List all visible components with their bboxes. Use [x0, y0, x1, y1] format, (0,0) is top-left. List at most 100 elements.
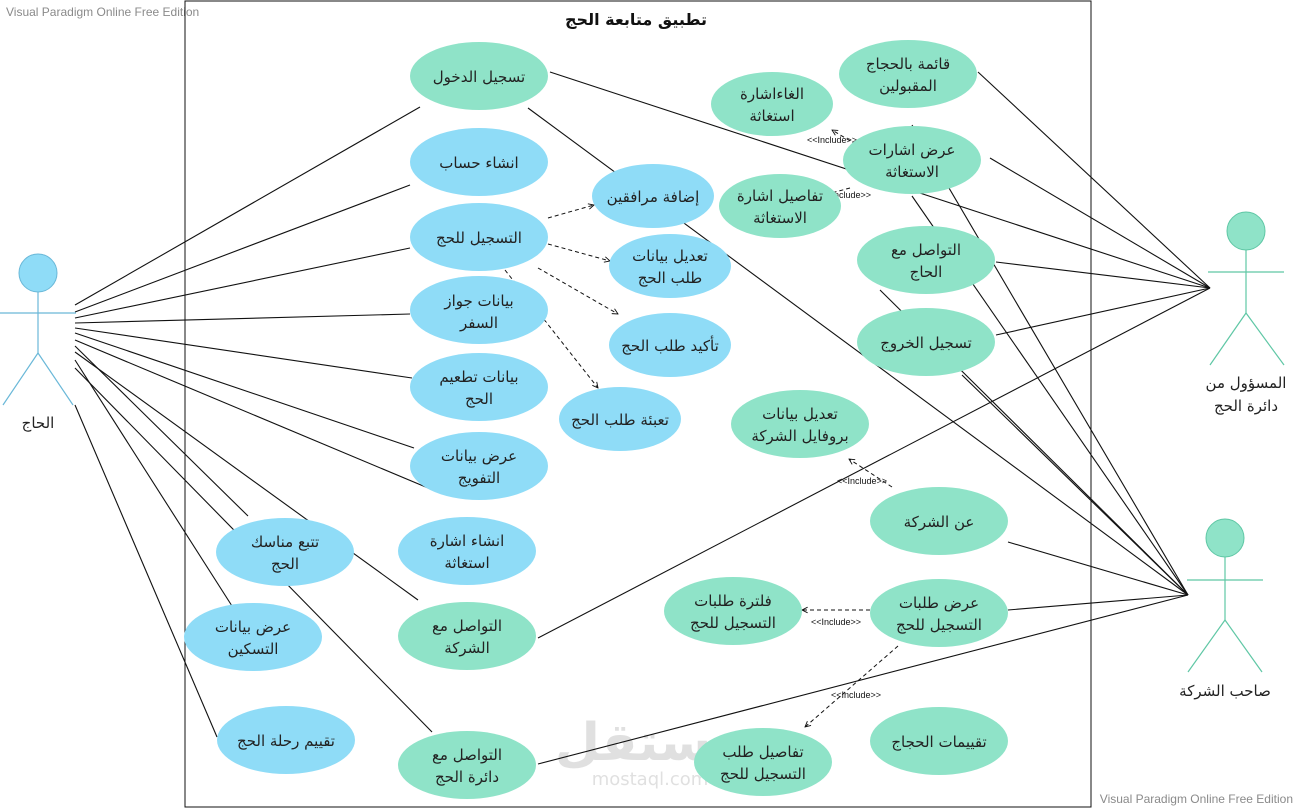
include-add-companions — [547, 205, 594, 219]
actor-pilgrim[interactable]: الحاج — [0, 253, 76, 433]
uc-fill-request[interactable]: تعبئة طلب الحج — [559, 387, 681, 451]
svg-text:انشاء اشارة: انشاء اشارة — [430, 532, 505, 550]
system-boundary — [184, 0, 1092, 808]
assoc-pilgrim-contact-company — [74, 351, 419, 601]
uc-authorization[interactable]: عرض بيانات التفويج — [410, 432, 548, 500]
uc-confirm-request[interactable]: تأكيد طلب الحج — [609, 313, 731, 377]
svg-text:الحج: الحج — [271, 555, 299, 573]
svg-text:التسكين: التسكين — [228, 640, 279, 658]
svg-text:بيانات تطعيم: بيانات تطعيم — [439, 368, 518, 386]
stereo-edit-profile: <<Include>> — [837, 476, 887, 486]
system-title: تطبيق متابعة الحج — [565, 10, 707, 29]
uc-filter-requests[interactable]: فلترة طلبات التسجيل للحج — [664, 577, 802, 645]
uc-contact-company[interactable]: التواصل مع الشركة — [398, 602, 536, 670]
assoc-pilgrim-rate-trip — [74, 404, 218, 738]
svg-text:تعديل بيانات: تعديل بيانات — [632, 247, 708, 265]
assoc-pilgrim-vaccination — [74, 327, 413, 379]
assoc-pilgrim-authorization — [74, 332, 415, 449]
uc-distress-details[interactable]: تفاصيل اشارة الاستغاثة — [719, 174, 841, 238]
svg-text:عرض بيانات: عرض بيانات — [441, 447, 517, 465]
assoc-official-contact-pilgrim — [995, 261, 1211, 289]
svg-text:انشاء حساب: انشاء حساب — [439, 154, 518, 172]
include-distress-details — [820, 187, 851, 196]
svg-text:إضافة مرافقين: إضافة مرافقين — [607, 188, 700, 206]
svg-text:بروفايل الشركة: بروفايل الشركة — [751, 427, 848, 445]
svg-text:التسجيل للحج: التسجيل للحج — [896, 616, 982, 634]
uc-logout[interactable]: تسجيل الخروج — [857, 308, 995, 376]
actor-pilgrim-label: الحاج — [22, 414, 55, 433]
svg-text:الشركة: الشركة — [444, 639, 490, 657]
uc-about-company[interactable]: عن الشركة — [870, 487, 1008, 555]
uc-accepted-list[interactable]: قائمة بالحجاج المقبولين — [839, 40, 977, 108]
stereotype-labels: <<Include>> <<Include>> <<Include>> <<In… — [807, 135, 887, 700]
svg-text:تقييم رحلة الحج: تقييم رحلة الحج — [237, 732, 335, 750]
assoc-company-view-requests — [1007, 594, 1189, 611]
svg-text:التسجيل للحج: التسجيل للحج — [690, 614, 776, 632]
svg-text:تعديل بيانات: تعديل بيانات — [762, 405, 838, 423]
svg-text:الحج: الحج — [465, 390, 493, 408]
uc-passport[interactable]: بيانات جواز السفر — [410, 276, 548, 344]
assoc-pilgrim-rituals — [74, 345, 249, 517]
watermark-top: Visual Paradigm Online Free Edition — [6, 5, 200, 19]
uc-login[interactable]: تسجيل الدخول — [410, 42, 548, 110]
svg-text:عرض اشارات: عرض اشارات — [869, 141, 956, 159]
uc-contact-dept[interactable]: التواصل مع دائرة الحج — [398, 731, 536, 799]
svg-text:الغاءاشارة: الغاءاشارة — [740, 85, 804, 103]
svg-text:تسجيل الدخول: تسجيل الدخول — [433, 68, 525, 86]
uc-hajj-register[interactable]: التسجيل للحج — [410, 203, 548, 271]
stereo-distress-details: <<Include>> — [821, 190, 871, 200]
svg-text:التفويج: التفويج — [458, 469, 500, 487]
actor-official[interactable]: المسؤول من دائرة الحج — [1206, 211, 1287, 415]
svg-text:تتبع مناسك: تتبع مناسك — [251, 533, 319, 551]
include-cancel-distress — [832, 130, 863, 149]
svg-text:التواصل مع: التواصل مع — [891, 241, 961, 259]
stereo-request-details: <<Include>> — [831, 690, 881, 700]
svg-text:الاستغاثة: الاستغاثة — [885, 163, 939, 181]
svg-text:التسجيل للحج: التسجيل للحج — [436, 229, 522, 247]
stereo-filter-requests: <<Include>> — [811, 617, 861, 627]
uc-distress-create[interactable]: انشاء اشارة استغاثة — [398, 517, 536, 585]
assoc-pilgrim-create-account — [74, 184, 411, 313]
uc-housing[interactable]: عرض بيانات التسكين — [184, 603, 322, 671]
svg-text:قائمة بالحجاج: قائمة بالحجاج — [866, 55, 950, 74]
stereo-cancel-distress: <<Include>> — [807, 135, 857, 145]
assoc-official-view-distress — [989, 157, 1211, 289]
uc-edit-request[interactable]: تعديل بيانات طلب الحج — [609, 234, 731, 298]
actor-company[interactable]: صاحب الشركة — [1179, 518, 1271, 700]
assoc-pilgrim-housing — [74, 359, 233, 607]
mostaql-logo: مستقل mostaql.com — [555, 713, 745, 790]
include-confirm-request — [537, 267, 618, 314]
uc-contact-pilgrim[interactable]: التواصل مع الحاج — [857, 226, 995, 294]
svg-text:تفاصيل طلب: تفاصيل طلب — [722, 743, 803, 761]
svg-text:التواصل مع: التواصل مع — [432, 617, 502, 635]
svg-text:تسجيل الخروج: تسجيل الخروج — [880, 334, 972, 353]
svg-text:فلترة طلبات: فلترة طلبات — [694, 592, 772, 610]
uc-request-details[interactable]: تفاصيل طلب التسجيل للحج — [694, 728, 832, 796]
uc-cancel-distress[interactable]: الغاءاشارة استغاثة — [711, 72, 833, 136]
include-edit-profile — [849, 459, 893, 488]
uc-ratings[interactable]: تقييمات الحجاج — [870, 707, 1008, 775]
svg-text:تفاصيل اشارة: تفاصيل اشارة — [737, 187, 823, 205]
svg-text:السفر: السفر — [459, 314, 498, 332]
uc-vaccination[interactable]: بيانات تطعيم الحج — [410, 353, 548, 421]
svg-text:التواصل مع: التواصل مع — [432, 746, 502, 764]
uc-view-distress[interactable]: عرض اشارات الاستغاثة — [843, 126, 981, 194]
assoc-official-logout — [995, 287, 1211, 336]
svg-text:تأكيد طلب الحج: تأكيد طلب الحج — [621, 335, 719, 355]
svg-text:عرض طلبات: عرض طلبات — [899, 594, 979, 612]
assoc-pilgrim-login — [74, 106, 421, 306]
uc-edit-profile[interactable]: تعديل بيانات بروفايل الشركة — [731, 390, 869, 458]
assoc-company-accepted-list — [911, 124, 1189, 596]
uc-create-account[interactable]: انشاء حساب — [410, 128, 548, 196]
svg-text:عن الشركة: عن الشركة — [904, 513, 975, 531]
svg-text:عرض بيانات: عرض بيانات — [215, 618, 291, 636]
assoc-pilgrim-passport — [74, 313, 411, 324]
svg-text:الحاج: الحاج — [910, 263, 943, 282]
uc-view-requests[interactable]: عرض طلبات التسجيل للحج — [870, 579, 1008, 647]
uc-rituals[interactable]: تتبع مناسك الحج — [216, 518, 354, 586]
uc-add-companions[interactable]: إضافة مرافقين — [592, 164, 714, 228]
assoc-pilgrim-hajj-register — [74, 247, 411, 319]
include-edit-request — [547, 243, 610, 261]
uc-rate-trip[interactable]: تقييم رحلة الحج — [217, 706, 355, 774]
